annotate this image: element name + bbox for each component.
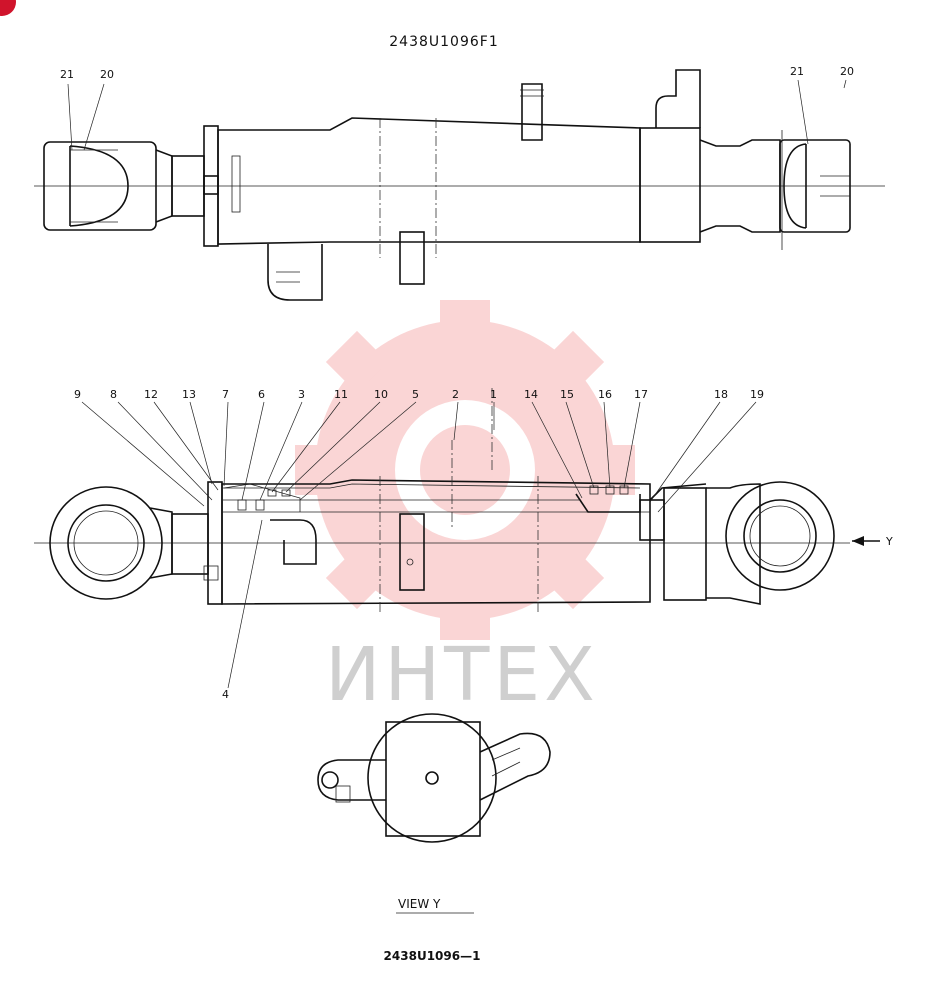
- top-callouts: 21 20 21 20: [60, 65, 854, 151]
- corner-badge: [0, 0, 16, 16]
- view-y-caption: VIEW Y: [398, 897, 441, 911]
- callout-3: 3: [298, 388, 305, 401]
- callout-15: 15: [560, 388, 574, 401]
- callout-4: 4: [222, 688, 229, 701]
- callout-5: 5: [412, 388, 419, 401]
- callout-8: 8: [110, 388, 117, 401]
- callout-2: 2: [452, 388, 459, 401]
- watermark-text: ИНТЕХ: [325, 632, 599, 718]
- callout-10: 10: [374, 388, 388, 401]
- callout-16: 16: [598, 388, 612, 401]
- cylinder-section-view: Y: [34, 388, 893, 612]
- watermark-gear-icon: [295, 300, 635, 640]
- callout-13: 13: [182, 388, 196, 401]
- callout-top-1: 21: [60, 68, 74, 81]
- callout-6: 6: [258, 388, 265, 401]
- callout-9: 9: [74, 388, 81, 401]
- callout-top-3: 21: [790, 65, 804, 78]
- callout-top-4: 20: [840, 65, 854, 78]
- callout-17: 17: [634, 388, 648, 401]
- callout-top-2: 20: [100, 68, 114, 81]
- view-y-drawing: [317, 713, 551, 843]
- drawing-number-top: 2438U1096F1: [389, 34, 498, 50]
- callout-18: 18: [714, 388, 728, 401]
- callout-7: 7: [222, 388, 229, 401]
- callout-12: 12: [144, 388, 158, 401]
- callout-1: 1: [490, 388, 497, 401]
- section-callouts: 9 8 12 13 7 6 3 11 10 5 2 1 14 15 16 17 …: [74, 388, 764, 701]
- view-y-arrow-label: Y: [885, 535, 893, 548]
- cylinder-top-view: [34, 69, 885, 301]
- callout-19: 19: [750, 388, 764, 401]
- drawing-number-bottom: 2438U1096—1: [384, 949, 481, 963]
- callout-14: 14: [524, 388, 538, 401]
- callout-11: 11: [334, 388, 348, 401]
